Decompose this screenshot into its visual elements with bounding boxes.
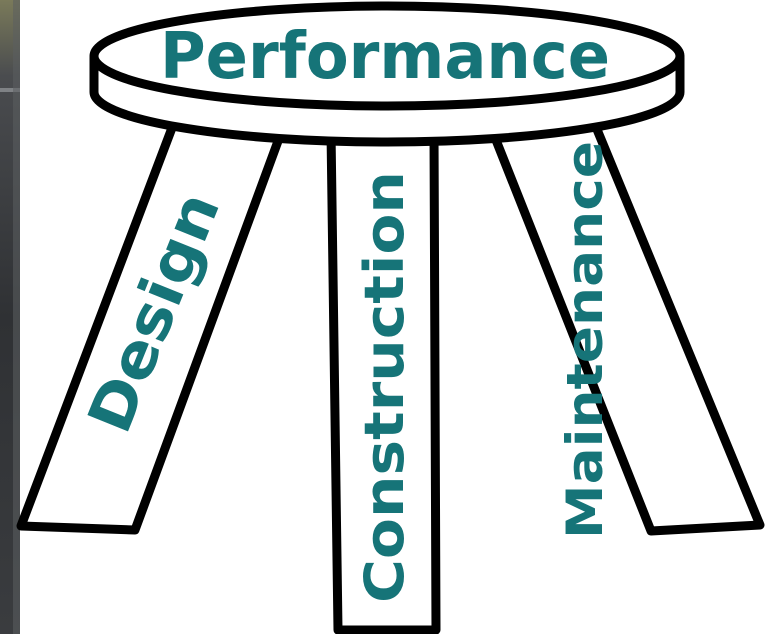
background-road-photo [0, 0, 20, 634]
stool-leg-right [487, 122, 765, 536]
leg-label-construction: Construction [353, 171, 416, 603]
leg-label-maintenance: Maintenance [556, 141, 614, 539]
seat-label: Performance [160, 20, 610, 94]
stool-seat [89, 1, 685, 147]
